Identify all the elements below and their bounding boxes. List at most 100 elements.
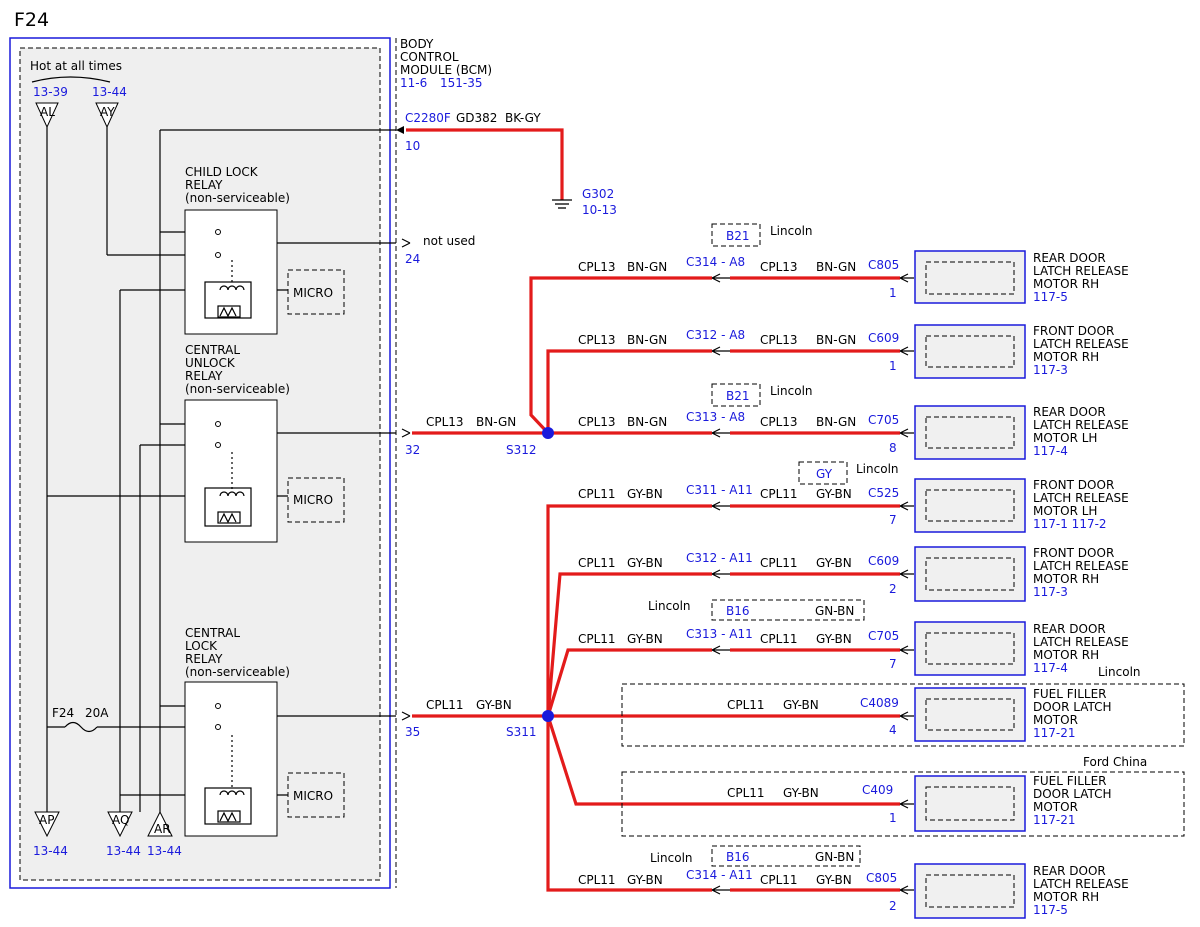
option-tag-1-label: Lincoln [770,224,813,238]
branch-4: CPL11 GY-BN C311 - A11 CPL11 GY-BN C525 … [578,478,1129,533]
source-ay-letter: AY [100,105,115,119]
ground-ar-triangle [147,810,173,837]
option-tag-4-code: B16 [726,604,750,618]
not-used-label: not used [423,234,475,248]
branch4-left-circuit: CPL11 [578,487,616,501]
relay2-micro-label: MICRO [293,493,333,507]
branch3-left-circuit: CPL13 [578,415,616,429]
option-tag-2-box [711,383,761,407]
branch9-right-circuit: CPL11 [760,873,798,887]
ground-ap-ref: 13-44 [33,844,68,858]
branch9-comp-line1: REAR DOOR [1033,864,1106,878]
branch5-right-color: GY-BN [816,556,852,570]
relay2-line2: UNLOCK [185,356,236,370]
branch2-comp-line2: LATCH RELEASE [1033,337,1129,351]
branch-2: CPL13 BN-GN C312 - A8 CPL13 BN-GN C609 1… [578,324,1129,379]
branch5-comp-line2: LATCH RELEASE [1033,559,1129,573]
option-tag-2-code: B21 [726,389,750,403]
option-tag-3-box [798,461,848,485]
branch3-conn: C705 [868,413,899,427]
branch7-conn: C4089 [860,696,899,710]
pin35-circuit: CPL11 [426,698,464,712]
ground-aq-ref: 13-44 [106,844,141,858]
branch3-component-inner [925,416,1015,449]
relay3-line4: (non-serviceable) [185,665,290,679]
fuse-rating: 20A [85,706,109,720]
source-al-triangle [35,102,59,129]
option-tag-1-code: B21 [726,229,750,243]
branch8-pin: 1 [889,811,897,825]
branch2-inline: C312 - A8 [686,328,745,342]
branch6-ref: 117-4 [1033,661,1068,675]
bcm-name-line3: MODULE (BCM) [400,63,492,77]
branch-9: CPL11 GY-BN C314 - A11 CPL11 GY-BN C805 … [578,863,1129,919]
ground-symbol [552,199,572,209]
branch6-right-color: GY-BN [816,632,852,646]
branch2-component-inner [925,335,1015,368]
branch3-right-circuit: CPL13 [760,415,798,429]
ground-wire [406,128,564,200]
branch8-comp-line1: FUEL FILLER [1033,774,1107,788]
option-tag-3-code: GY [816,467,833,481]
branch4-component-box [914,478,1026,533]
branch8-component-box [914,775,1026,832]
branch6-component-box [914,621,1026,676]
source-al-letter: AL [40,105,55,119]
branch3-ref: 117-4 [1033,444,1068,458]
branch1-right-circuit: CPL13 [760,260,798,274]
branch7-color: GY-BN [783,698,819,712]
relay3-line3: RELAY [185,652,223,666]
pin32-number: 32 [405,443,420,457]
branch4-pin: 7 [889,513,897,527]
bcm-ref2: 151-35 [440,76,483,90]
ground-pin-arrow [396,126,404,134]
branch6-inline: C313 - A11 [686,627,753,641]
branch1-conn: C805 [868,258,899,272]
branch2-left-circuit: CPL13 [578,333,616,347]
branch1-left-wire [529,276,712,435]
hot-brace [31,76,111,83]
branch1-comp-line3: MOTOR RH [1033,277,1099,291]
branch7-circuit: CPL11 [727,698,765,712]
branch1-left-color: BN-GN [627,260,667,274]
option-tag-5-code: B16 [726,850,750,864]
option-tag-1-box [711,223,761,247]
branch3-comp-line3: MOTOR LH [1033,431,1097,445]
branch5-comp-line1: FRONT DOOR [1033,546,1114,560]
branch7-ref: 117-21 [1033,726,1076,740]
ground-aq-letter: AQ [112,813,129,827]
source-ay-triangle [95,102,119,129]
branch2-right-circuit: CPL13 [760,333,798,347]
branch-5: CPL11 GY-BN C312 - A11 CPL11 GY-BN C609 … [578,546,1129,602]
branch-1: CPL13 BN-GN C314 - A8 CPL13 BN-GN C805 1… [578,250,1129,304]
option-tag-5-label: Lincoln [650,851,693,865]
branch1-comp-line1: REAR DOOR [1033,251,1106,265]
pin35-color: GY-BN [476,698,512,712]
branch2-left-color: BN-GN [627,333,667,347]
pin32-color: BN-GN [476,415,516,429]
branch5-right-circuit: CPL11 [760,556,798,570]
ground-aq-triangle [107,811,133,838]
option-tag-2-label: Lincoln [770,384,813,398]
branch3-inline: C313 - A8 [686,410,745,424]
branch2-right-color: BN-GN [816,333,856,347]
branch7-component-box [914,687,1026,742]
branch4-comp-line1: FRONT DOOR [1033,478,1114,492]
ground-ap-triangle [34,811,60,838]
branch9-inline: C314 - A11 [686,868,753,882]
branch7-comp-line2: DOOR LATCH [1033,700,1112,714]
branch9-pin: 2 [889,899,897,913]
fuse-name: F24 [52,706,74,720]
branch-6: CPL11 GY-BN C313 - A11 CPL11 GY-BN C705 … [578,621,1129,676]
branch5-component-box [914,546,1026,602]
region-lincoln-label: Lincoln [1098,665,1141,679]
branch3-comp-line2: LATCH RELEASE [1033,418,1129,432]
branch2-pin: 1 [889,359,897,373]
branch4-left-color: GY-BN [627,487,663,501]
branch5-pin: 2 [889,582,897,596]
relay2-line4: (non-serviceable) [185,382,290,396]
branch6-component-inner [925,632,1015,665]
branch1-inline: C314 - A8 [686,255,745,269]
bcm-name-line2: CONTROL [400,50,459,64]
splice-s311-dot [542,710,554,722]
